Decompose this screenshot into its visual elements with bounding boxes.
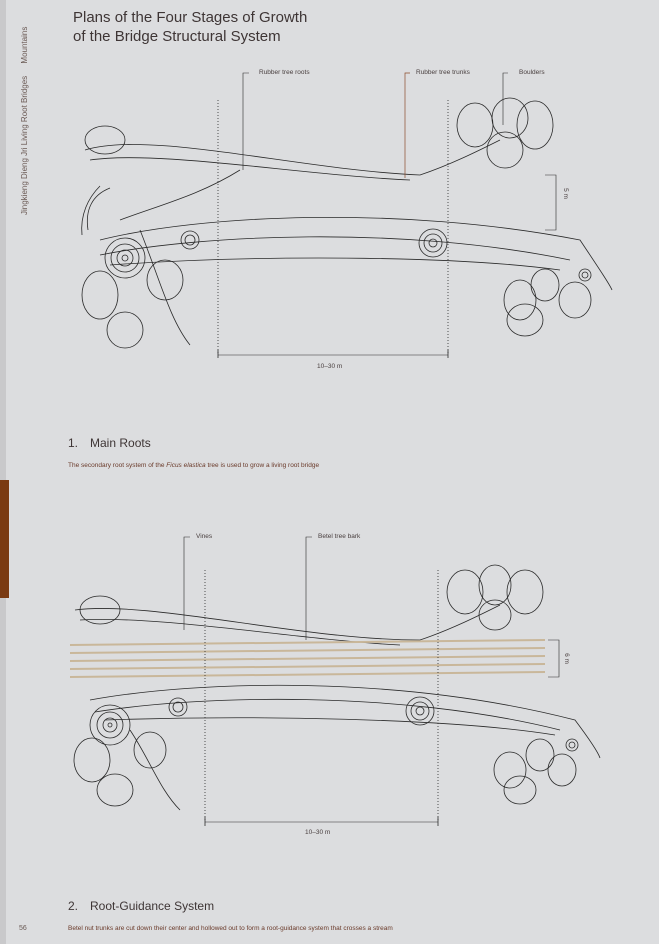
label-rubber-tree-roots: Rubber tree roots — [259, 69, 310, 76]
title-line-1: Plans of the Four Stages of Growth — [73, 9, 308, 26]
stage-2-number: 2. — [68, 899, 79, 913]
caption-species: Ficus elastica — [166, 462, 206, 469]
stage-2-caption: Betel nut trunks are cut down their cent… — [68, 925, 393, 932]
stage-1-heading: 1. Main Roots — [68, 436, 151, 450]
page-title: Plans of the Four Stages of Growth of th… — [73, 8, 307, 46]
stage-2-heading: 2. Root-Guidance System — [68, 899, 214, 913]
label-boulders: Boulders — [519, 69, 545, 76]
binding-shadow — [0, 0, 6, 944]
dimension-span-1: 10–30 m — [317, 363, 343, 370]
figure-2-drawing — [69, 536, 601, 826]
stage-1-caption: The secondary root system of the Ficus e… — [68, 462, 319, 469]
label-vines: Vines — [196, 533, 213, 540]
trunk-spirals — [104, 228, 592, 282]
figure-1-drawing — [81, 72, 613, 358]
page-number: 56 — [19, 925, 27, 932]
label-rubber-tree-trunks: Rubber tree trunks — [416, 69, 470, 76]
title-line-2: of the Bridge Structural System — [73, 28, 281, 45]
stage-2-title: Root-Guidance System — [90, 899, 215, 913]
dimension-width-2: 6 m — [562, 653, 570, 664]
caption-text: The secondary root system of the — [68, 462, 167, 469]
caption-text: tree is used to grow a living root bridg… — [205, 462, 320, 469]
boulders — [81, 97, 592, 349]
chapter-tab — [0, 480, 9, 598]
book-page — [4, 0, 659, 944]
stage-1-title: Main Roots — [90, 436, 151, 450]
stage-1-number: 1. — [68, 436, 79, 450]
dimension-width-1: 5 m — [561, 188, 569, 199]
label-betel-tree-bark: Betel tree bark — [318, 533, 361, 540]
dimension-span-2: 10–30 m — [305, 829, 331, 836]
